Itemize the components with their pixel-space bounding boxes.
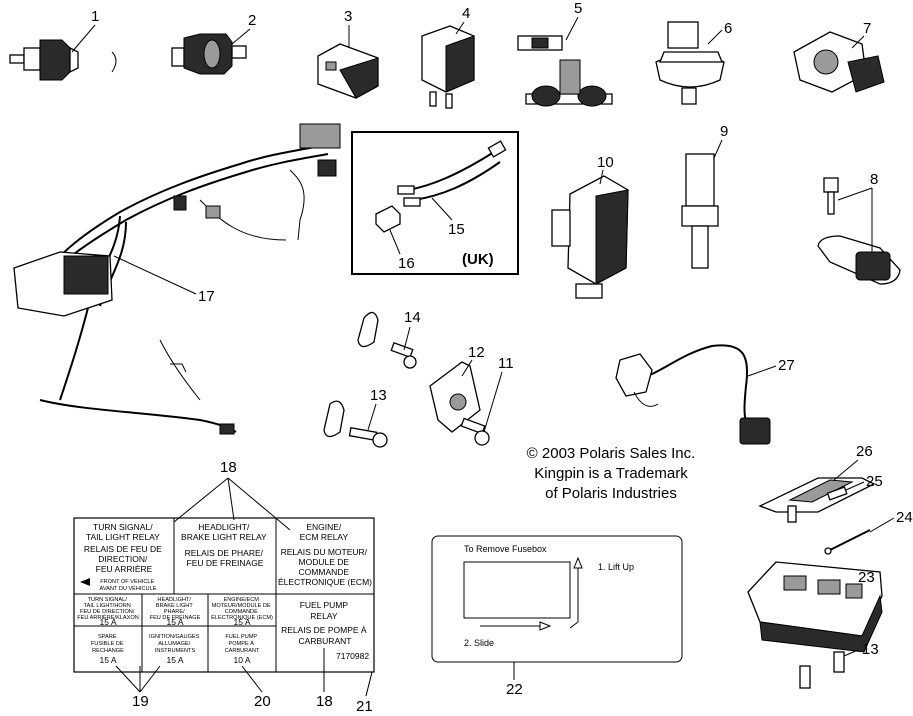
callout-10: 10 — [597, 154, 614, 171]
part-6-map-sensor: 6 — [655, 20, 732, 105]
fusebox-removal-box: To Remove Fusebox 1. Lift Up 2. Slide 22 — [431, 535, 683, 698]
fuse-fuel-pump: FUEL PUMP POMPE À CARBURANT — [225, 634, 260, 654]
callout-2: 2 — [248, 12, 256, 29]
part-10-switch: 10 — [551, 154, 629, 299]
label-turn-relay: TURN SIGNAL/ TAIL LIGHT RELAY RELAIS DE … — [84, 522, 164, 574]
callout-5: 5 — [574, 0, 582, 17]
part-11-bolt: 11 — [460, 355, 514, 446]
copyright-notice: © 2003 Polaris Sales Inc. Kingpin is a T… — [527, 445, 696, 502]
fuse-spare: SPARE FUSIBLE DE RECHANGE — [91, 634, 125, 654]
part-8-speed-sensor: 8 — [817, 171, 901, 285]
part-9-temp-sensor: 9 — [681, 123, 728, 269]
callout-1: 1 — [91, 8, 99, 25]
callout-23: 23 — [858, 569, 875, 586]
callout-19: 19 — [132, 693, 149, 710]
part-13-lug-bolt: 13 — [323, 387, 388, 448]
label-part-number: 7170982 — [336, 651, 369, 661]
callout-18a: 18 — [220, 459, 237, 476]
part-23-fusebox: 23 — [747, 561, 883, 653]
fuse-spare-amp: 15 A — [99, 655, 116, 665]
fuse-ignition-amp: 15 A — [166, 655, 183, 665]
fuse-headlight-amp: 15 A — [166, 617, 183, 627]
fuse-label: TURN SIGNAL/ TAIL LIGHT RELAY RELAIS DE … — [73, 459, 375, 715]
callout-26: 26 — [856, 443, 873, 460]
fuse-turn-amp: 15 A — [99, 617, 116, 627]
callout-18b: 18 — [316, 693, 333, 710]
callout-11: 11 — [498, 355, 514, 372]
label-fuel-pump-relay: FUEL PUMP RELAY RELAIS DE POMPE À CARBUR… — [281, 600, 369, 646]
part-12-bracket: 12 — [429, 344, 485, 433]
callout-20: 20 — [254, 693, 271, 710]
label-front-of-vehicle: FRONT OF VEHICLE AVANT DU VÉHICULE — [100, 579, 157, 592]
callout-12: 12 — [468, 344, 485, 361]
callout-24: 24 — [896, 509, 913, 526]
callout-27: 27 — [778, 357, 795, 374]
label-headlight-relay: HEADLIGHT/ BRAKE LIGHT RELAY RELAIS DE P… — [181, 522, 269, 568]
part-2-pressure-sensor: 2 — [171, 12, 256, 75]
part-1-pressure-switch: 1 — [9, 8, 117, 81]
part-25-screw: 25 — [787, 473, 883, 523]
fusebox-removal-step-2: 2. Slide — [464, 638, 494, 648]
uk-inset: 15 16 (UK) — [351, 131, 519, 275]
fuse-ecm: ENGINE/ECM MOTEUR/MODULE DE COMMANDE ÉLE… — [211, 597, 273, 621]
callout-22: 22 — [506, 681, 523, 698]
callout-17: 17 — [198, 288, 215, 305]
fuse-fuel-pump-amp: 10 A — [233, 655, 250, 665]
callout-8: 8 — [870, 171, 878, 188]
part-13-screw: 13 — [799, 641, 879, 689]
part-5-solenoid: 5 — [517, 0, 613, 107]
fuse-ignition: IGNITION/GAUGES ALLUMAGE/ INSTRUMENTS — [149, 634, 201, 654]
callout-25: 25 — [866, 473, 883, 490]
part-4-relay: 4 — [421, 5, 475, 109]
callout-14: 14 — [404, 309, 421, 326]
part-27-lead: 27 — [615, 344, 795, 445]
callout-7: 7 — [863, 20, 871, 37]
copyright-line-1: © 2003 Polaris Sales Inc. — [527, 445, 696, 462]
callout-16: 16 — [398, 255, 415, 272]
callout-4: 4 — [462, 5, 470, 22]
callout-21: 21 — [356, 698, 373, 711]
fusebox-removal-title: To Remove Fusebox — [464, 544, 547, 554]
part-7-tps: 7 — [793, 20, 885, 93]
part-17-wire-harness: 17 — [13, 123, 341, 435]
fuse-headlight: HEADLIGHT/ BRAKE LIGHT PHARE/ FEU DE FRE… — [150, 597, 201, 621]
callout-13b: 13 — [862, 641, 879, 658]
callout-9: 9 — [720, 123, 728, 140]
callout-6: 6 — [724, 20, 732, 37]
copyright-line-2: Kingpin is a Trademark — [534, 465, 688, 482]
label-ecm-relay: ENGINE/ ECM RELAY RELAIS DU MOTEUR/ MODU… — [278, 522, 372, 587]
fuse-turn: TURN SIGNAL/ TAIL LIGHT/HORN FEU DE DIRE… — [77, 597, 139, 621]
part-24-pin: 24 — [824, 509, 913, 555]
callout-15: 15 — [448, 221, 465, 238]
part-14-lug-bolt: 14 — [357, 309, 421, 369]
copyright-line-3: of Polaris Industries — [545, 485, 677, 502]
uk-tag: (UK) — [462, 251, 494, 268]
callout-3: 3 — [344, 8, 352, 25]
part-3-connector: 3 — [317, 8, 379, 99]
fusebox-removal-step-1: 1. Lift Up — [598, 562, 634, 572]
callout-13a: 13 — [370, 387, 387, 404]
part-26-fusebox-cover: 26 — [758, 443, 876, 513]
fuse-ecm-amp: 15 A — [233, 617, 250, 627]
